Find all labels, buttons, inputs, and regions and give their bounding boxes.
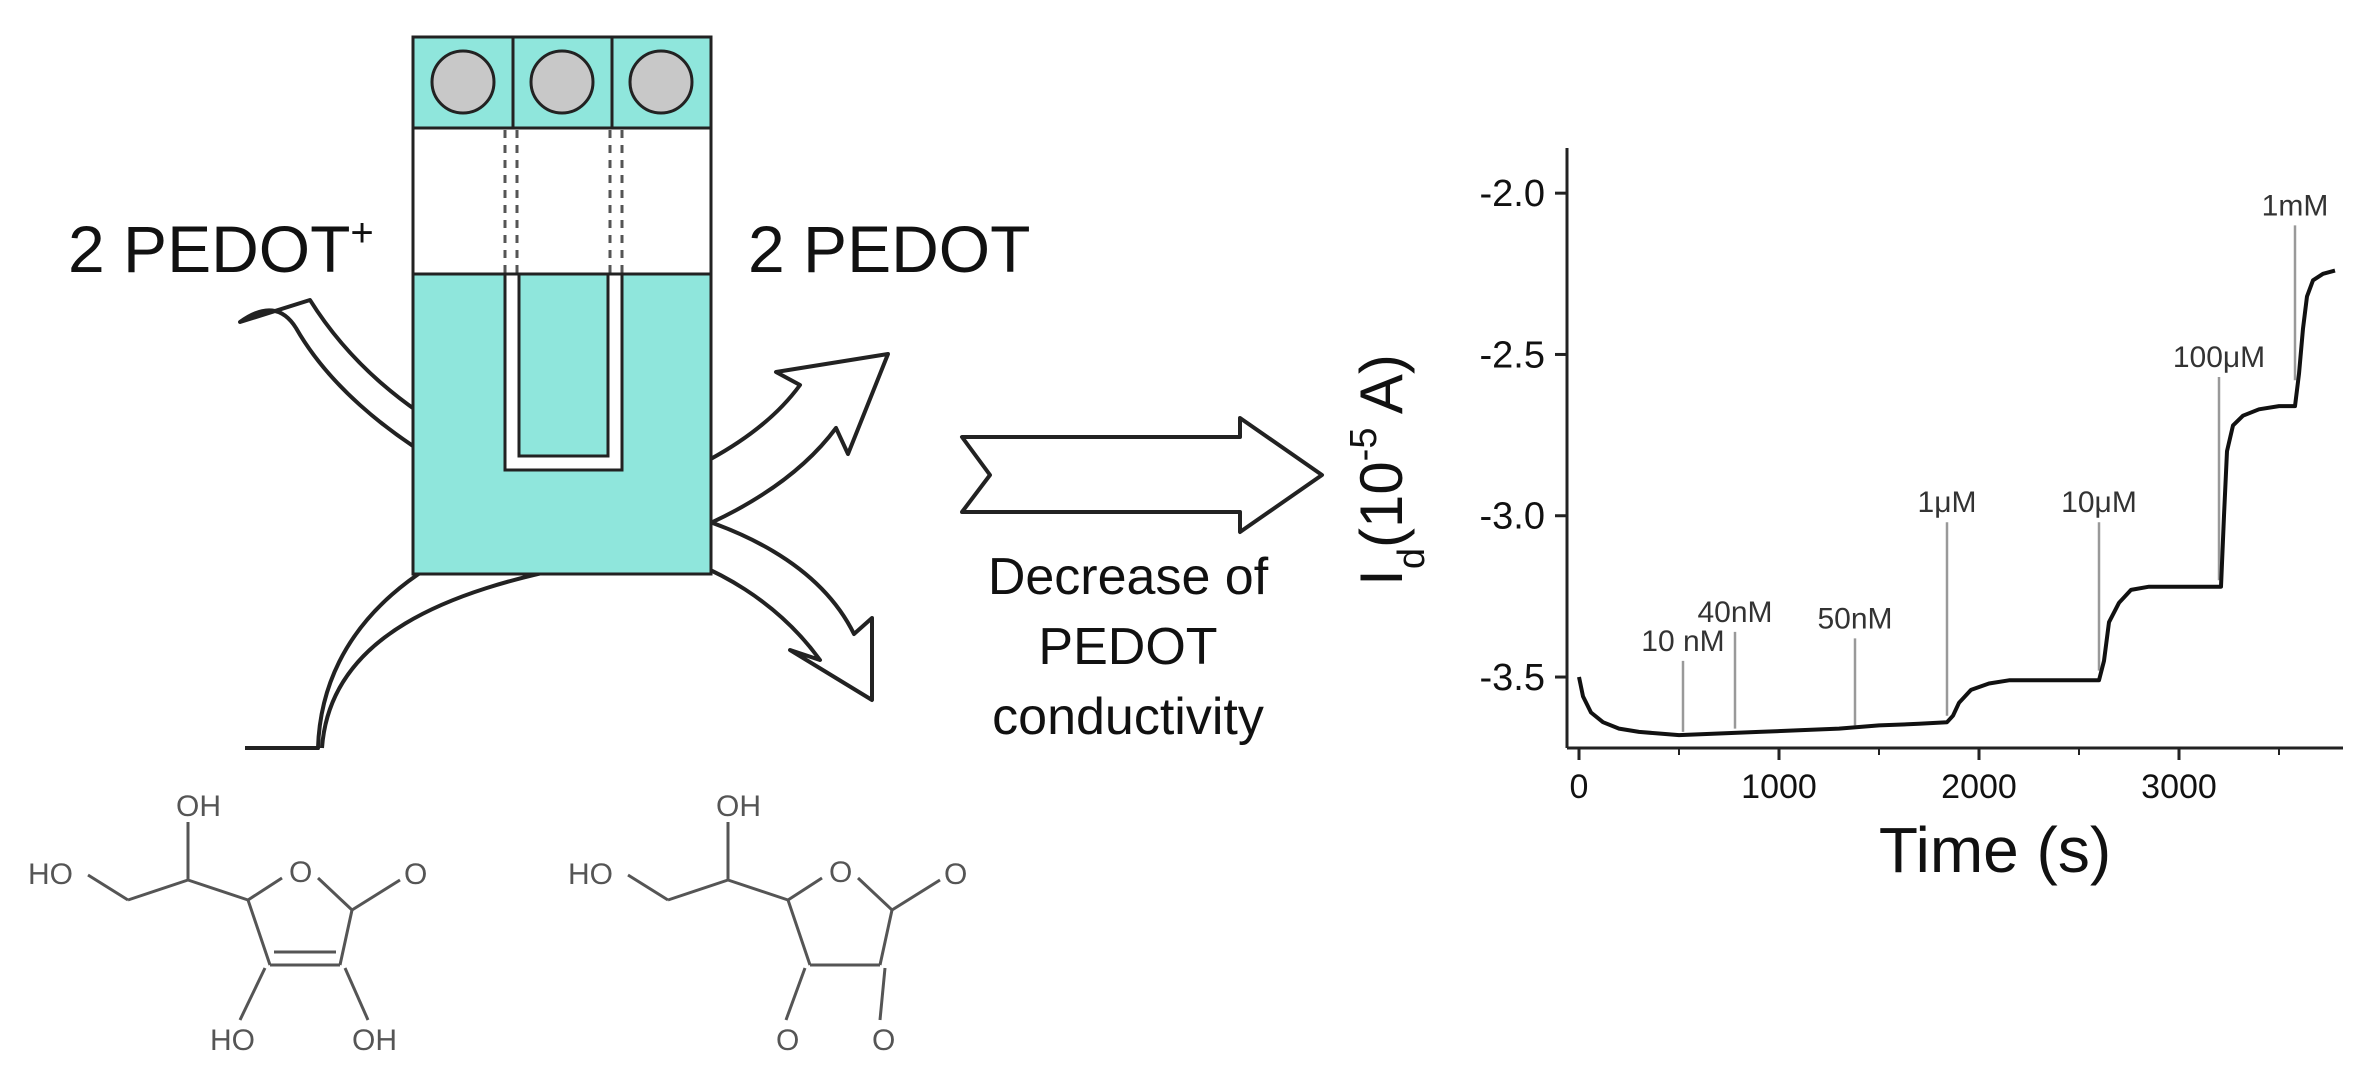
y-tick-label: -3.0 [1480, 496, 1545, 538]
device-substrate [411, 35, 713, 576]
y-label-exponent: -5 [1343, 428, 1385, 462]
annotation-label: 10μM [2061, 486, 2137, 519]
y-axis-label: Id(10-5 A) [1343, 354, 1433, 586]
contact-pad-icon [529, 49, 595, 115]
process-arrow-icon [960, 416, 1324, 534]
pedot-channel [503, 272, 624, 472]
ascorbic-acid-molecule: OH HO O O HO OH [28, 790, 427, 1057]
current-time-chart: -2.0 -2.5 -3.0 -3.5 0 1000 2000 3000 10 nM40nM… [1343, 148, 2343, 886]
mol-b-left-ho: HO [568, 858, 613, 891]
x-ticks: 0 1000 2000 3000 [1570, 748, 2280, 806]
mol-a-bottom-right: OH [352, 1024, 397, 1057]
annotation-label: 1μM [1918, 486, 1977, 519]
x-tick-label: 2000 [1941, 768, 2017, 806]
x-axis-label: Time (s) [1879, 814, 2111, 886]
y-label-sub: d [1391, 548, 1433, 569]
device-contact-region [411, 126, 713, 276]
annotation-label: 40nM [1697, 596, 1772, 629]
y-tick-label: -2.0 [1480, 173, 1545, 215]
annotation-label: 10 nM [1641, 625, 1724, 658]
contact-pad-icon [430, 49, 496, 115]
y-tick-label: -3.5 [1480, 657, 1545, 699]
sensor-device [411, 35, 713, 576]
mol-a-bottom-left: HO [210, 1024, 255, 1057]
x-tick-label: 0 [1570, 768, 1589, 806]
mol-a-carbonyl-o: O [404, 858, 427, 891]
y-label-unit-open: (10 [1348, 461, 1415, 548]
y-label-main: I [1348, 569, 1415, 586]
arrow-caption-line-2: PEDOT [1038, 618, 1217, 676]
mol-a-ring-o: O [289, 856, 312, 889]
mol-a-top-oh: OH [176, 790, 221, 823]
x-tick-label: 1000 [1741, 768, 1817, 806]
series-group [1577, 268, 2336, 738]
mol-a-left-ho: HO [28, 858, 73, 891]
mol-b-ring-o: O [829, 856, 852, 889]
series-line [1577, 268, 2336, 738]
annotation-label: 50nM [1817, 602, 1892, 635]
y-ticks: -2.0 -2.5 -3.0 -3.5 [1480, 173, 1567, 699]
pedot-plus-label: 2 PEDOT+ [68, 211, 374, 286]
annotation-label: 1mM [2262, 189, 2329, 222]
annotation-label: 100μM [2173, 341, 2265, 374]
x-tick-label: 3000 [2141, 768, 2217, 806]
y-label-unit-close: A) [1348, 354, 1415, 427]
arrow-caption-line-3: conductivity [992, 688, 1264, 746]
arrow-caption-line-1: Decrease of [988, 548, 1269, 606]
mol-b-bottom-left: O [776, 1024, 799, 1057]
mol-b-carbonyl-o: O [944, 858, 967, 891]
dehydroascorbic-acid-molecule: OH HO O O O O [568, 790, 967, 1057]
mol-b-top-oh: OH [716, 790, 761, 823]
pedot-label: 2 PEDOT [748, 212, 1030, 286]
contact-pad-icon [628, 49, 694, 115]
y-tick-label: -2.5 [1480, 334, 1545, 376]
mol-b-bottom-right: O [872, 1024, 895, 1057]
